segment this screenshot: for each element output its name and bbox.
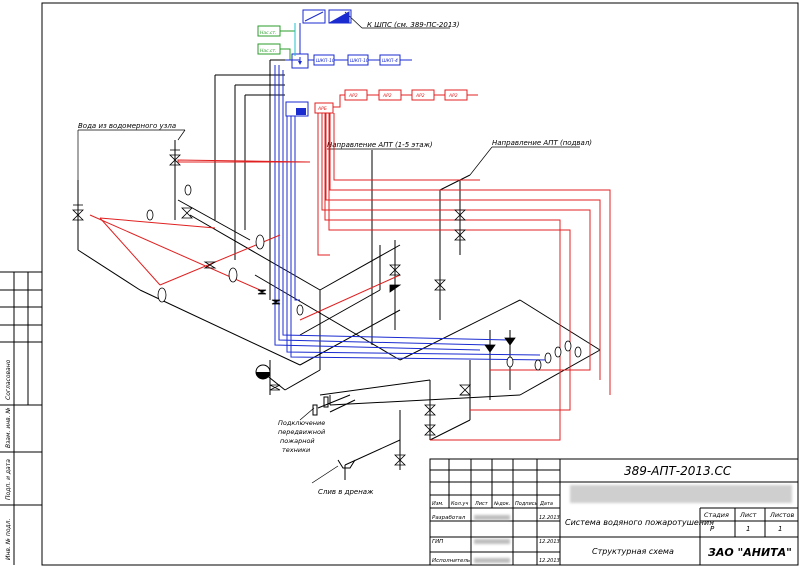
valve-riser-4 (454, 229, 466, 241)
agreed-label: Согласовано (5, 359, 12, 400)
arb-blue-box (285, 101, 309, 117)
signature-name-3 (474, 558, 510, 563)
sheet-header: Лист (739, 511, 757, 519)
sheet-value: 1 (746, 525, 750, 533)
fire-connection-heads (312, 396, 329, 416)
valve-branch-2 (504, 337, 516, 346)
header-list: Лист (474, 501, 489, 507)
shkp-1-label: ШКП-10 (316, 58, 335, 64)
date-1: 12.2013 (539, 515, 560, 521)
ap2-3-label: АР2 (415, 93, 425, 99)
gauge-1 (146, 209, 154, 221)
valve-bottom-left (269, 384, 281, 391)
title-block-text: 389-АПТ-2013.СС Изм. Кол.уч Лист №док. П… (432, 464, 794, 564)
header-sign: Подпись (515, 501, 538, 507)
inv-orig-label: Инв. № подл. (5, 519, 12, 560)
gauge-4 (255, 234, 265, 250)
signature-name-2 (474, 539, 510, 544)
gauge-10 (564, 340, 572, 352)
arb-label: АРБ (317, 106, 327, 112)
company-name: ЗАО "АНИТА" (708, 546, 792, 559)
valve-drain (394, 454, 406, 466)
valve-riser-1 (389, 264, 401, 276)
drain-funnel (337, 459, 356, 469)
to-shps-label: К ШПС (см. 389-ПС-2013) (367, 21, 460, 29)
stage-value: Р (710, 525, 715, 533)
date-2: 12.2013 (539, 539, 560, 545)
side-panel-labels: Согласовано Взам. инв. № Подп. и дата Ин… (5, 359, 12, 560)
gauge-8 (544, 352, 552, 364)
arb-box (314, 102, 334, 114)
gauge-9 (554, 346, 562, 358)
gauge-7 (534, 359, 542, 371)
pump-symbol (255, 364, 271, 380)
stage-header: Стадия (704, 511, 729, 519)
system-name: Система водяного пожаротушения (565, 518, 714, 527)
ap2-4-label: АР2 (448, 93, 458, 99)
valve-riser-3 (454, 209, 466, 221)
fire-equipment-label-3: пожарной (280, 437, 315, 445)
header-kol: Кол.уч (451, 501, 468, 507)
gauge-12 (506, 356, 514, 368)
header-ndoc: №док. (493, 501, 510, 507)
doc-code: 389-АПТ-2013.СС (624, 464, 732, 478)
valves (72, 149, 516, 466)
control-cables (274, 23, 551, 361)
sign-date-label: Подп. и дата (5, 459, 12, 500)
valve-branch-1 (484, 344, 496, 353)
pump-station-2-label: Нас.ст. (260, 48, 277, 54)
gauge-6 (296, 304, 304, 316)
header-date: Дата (539, 501, 553, 507)
signal-lines (89, 113, 611, 441)
fire-equipment-label-2: передвижной (278, 428, 325, 436)
role-executor: Исполнитель (432, 558, 470, 564)
scheme-name: Структурная схема (592, 547, 674, 556)
devices: Нас.ст. Нас.ст. ШКП-10 ШКП-10 ШКП-4 АРБ (257, 9, 478, 117)
valve-main-2 (257, 289, 267, 295)
valve-riser-5 (434, 279, 446, 291)
valve-main-3 (271, 299, 281, 305)
gauge-2 (184, 184, 192, 196)
valve-lower-2 (424, 424, 436, 436)
valve-inlet-1 (72, 204, 84, 221)
annotations: Вода из водомерного узла К ШПС (см. 389-… (77, 11, 592, 496)
date-3: 12.2013 (539, 558, 560, 564)
valve-lower-1 (424, 404, 436, 416)
water-from-meter-label: Вода из водомерного узла (78, 122, 176, 130)
ap2-1-label: АР2 (348, 93, 358, 99)
shkp-2-label: ШКП-10 (350, 58, 369, 64)
drain-label: Слив в дренаж (318, 488, 374, 496)
gauge-3 (228, 267, 238, 283)
valve-inlet-3 (181, 207, 193, 219)
project-description-blurred (570, 485, 792, 503)
ap2-2-label: АР2 (382, 93, 392, 99)
valve-main-1 (203, 261, 217, 269)
shkp-3-label: ШКП-4 (382, 58, 398, 64)
apt-basement-label: Направление АПТ (подвал) (492, 139, 592, 147)
sheets-value: 1 (778, 525, 782, 533)
fire-equipment-label-4: техники (282, 446, 310, 454)
header-izm: Изм. (432, 501, 444, 507)
role-developer: Разработал (432, 515, 466, 521)
pump-station-1-label: Нас.ст. (260, 30, 277, 36)
fire-equipment-label-1: Подключение (278, 419, 325, 427)
sheets-header: Листов (769, 511, 794, 519)
inv-replaced-label: Взам. инв. № (5, 407, 12, 448)
apt-floors-label: Направление АПТ (1-5 этаж) (327, 141, 433, 149)
valve-branch-3 (459, 384, 471, 396)
title-block (429, 458, 799, 566)
valve-riser-2 (389, 284, 402, 293)
gauge-5 (157, 287, 167, 303)
gauge-11 (574, 346, 582, 358)
role-gip: ГИП (432, 539, 443, 545)
gauges (146, 184, 582, 371)
signature-name-1 (474, 515, 510, 520)
valve-inlet-2 (169, 149, 181, 166)
shps-panel (302, 9, 352, 24)
